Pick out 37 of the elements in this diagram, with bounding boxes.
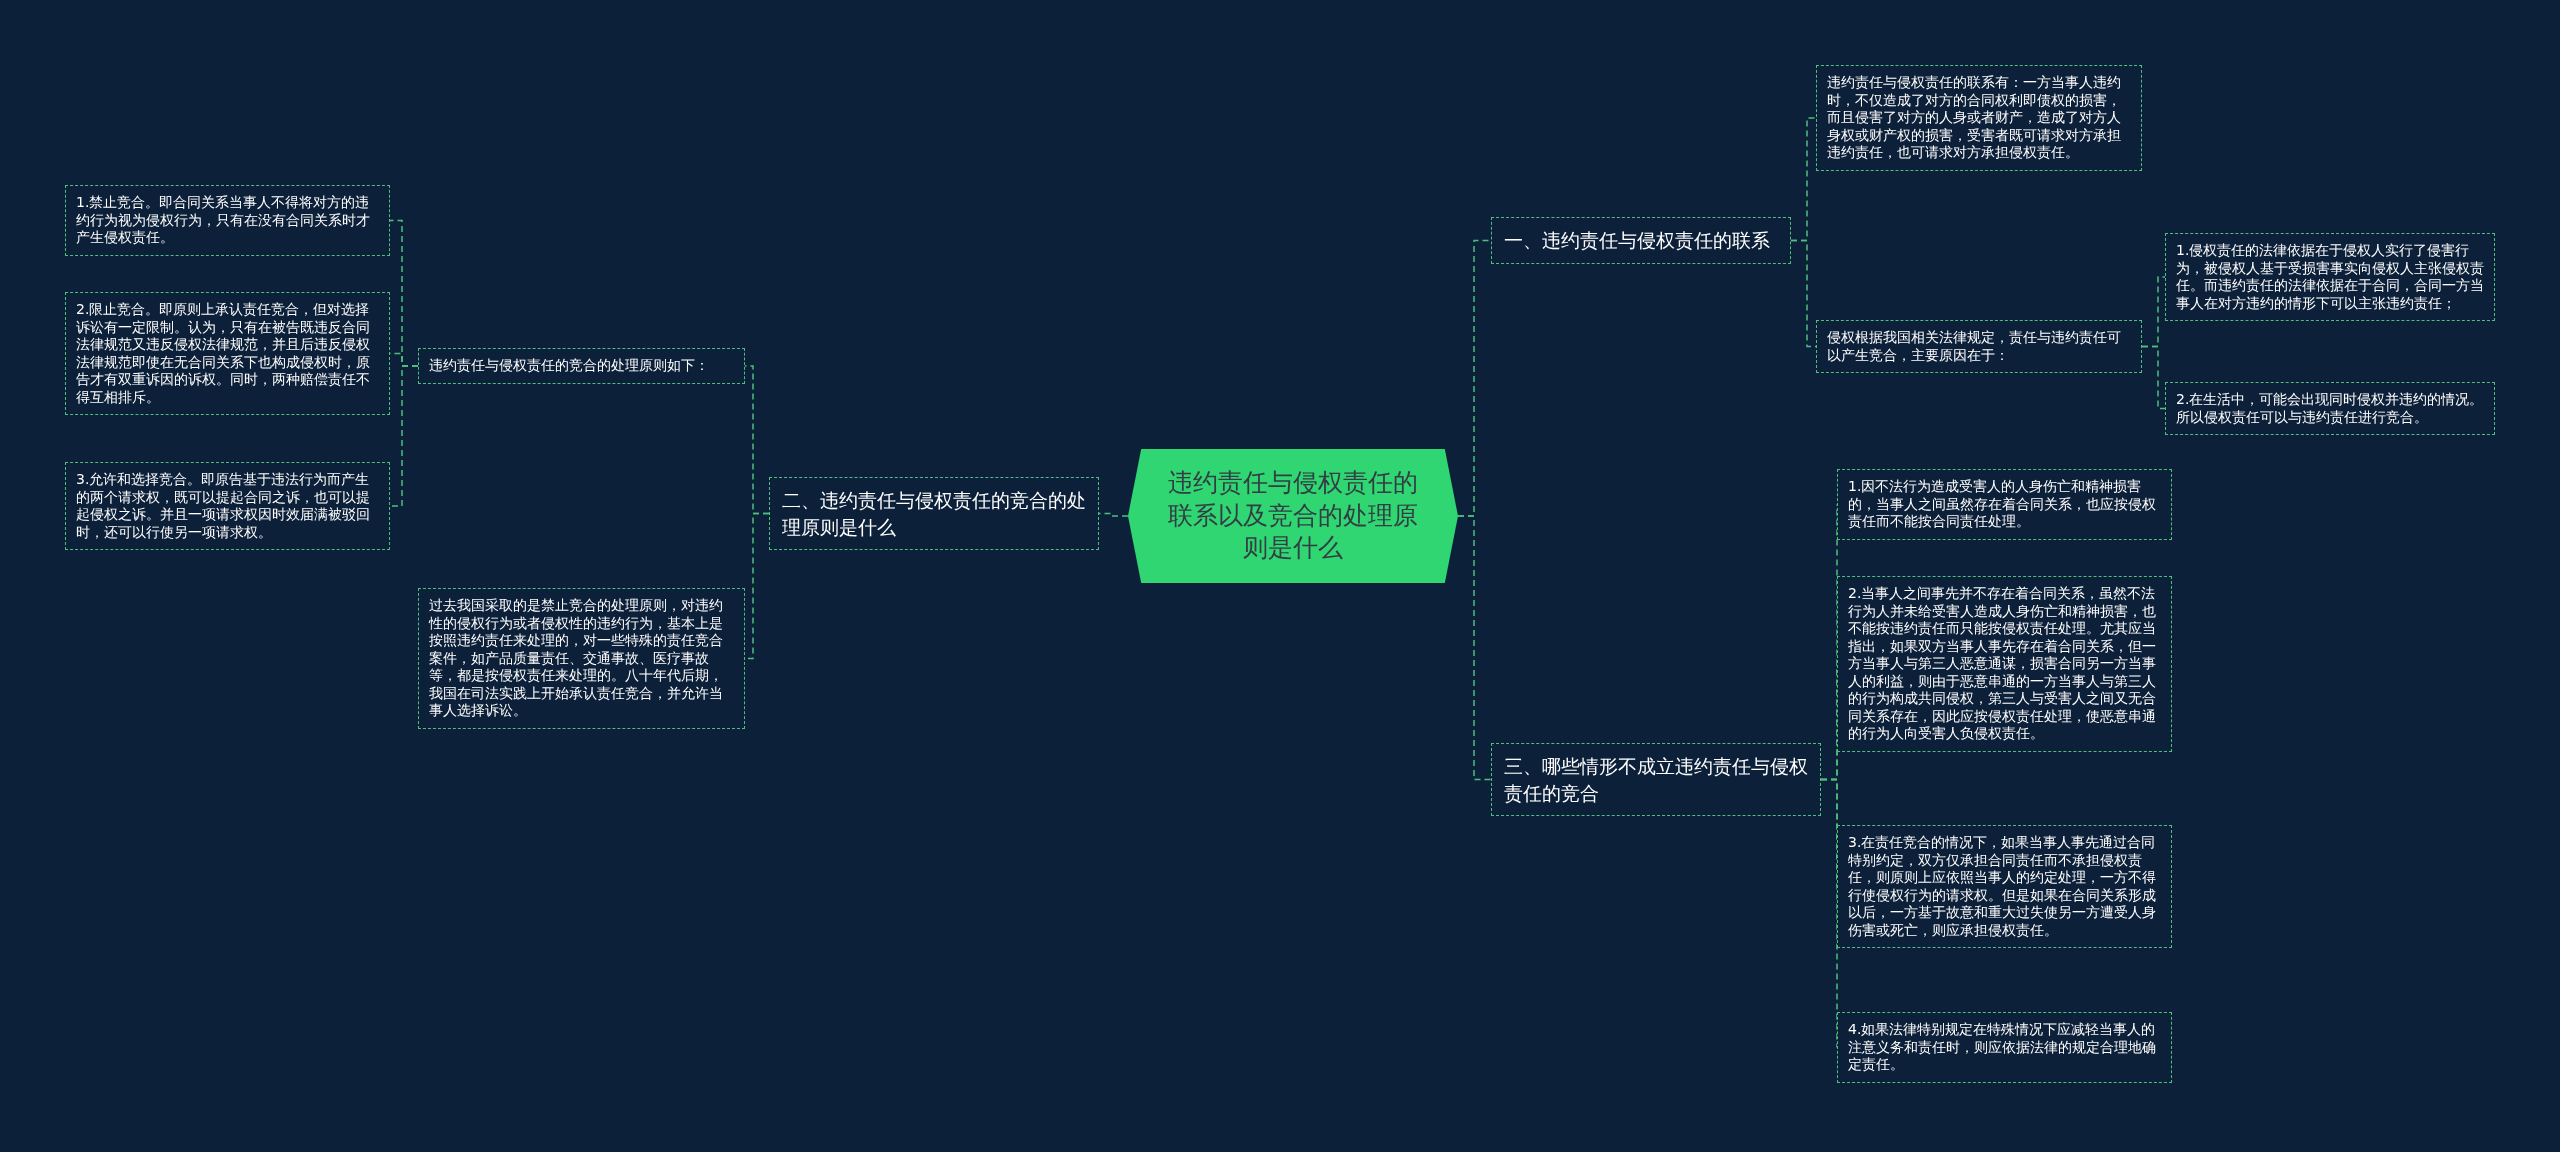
note-box [1837, 825, 2172, 948]
note-box [1837, 469, 2172, 540]
note-text: 侵权根据我国相关法律规定，责任与违约责任可以产生竞合，主要原因在于： [1827, 329, 2122, 364]
connector-line [2141, 345, 2166, 410]
topic-box [1491, 743, 1821, 817]
note-box [1837, 576, 2172, 752]
note-box [2165, 233, 2495, 321]
note-text: 2.限止竞合。即原则上承认责任竞合，但对选择诉讼有一定限制。认为，只有在被告既违反合同法律规范又违反侵权法律规范，并且后违反侵权法律规范即使在无合同关系下也构成侵权时，原告才有双重诉因的诉权。同时，两种赔偿责任不得互相排斥。 [76, 301, 371, 406]
topic-box [769, 477, 1099, 551]
note-text: 违约责任与侵权责任的联系有：一方当事人违约时，不仅造成了对方的合同权利即债权的损害，而且侵害了对方的人身或者财产，造成了对方人身权或财产权的损害，受害者既可请求对方承担违约责任，也可请求对方承担侵权责任。 [1827, 74, 2122, 162]
note-box [65, 462, 390, 550]
note-box [1837, 1012, 2172, 1083]
note-text: 2.当事人之间事先并不存在着合同关系，虽然不法行为人并未给受害人造成人身伤亡和精神损害，也不能按违约责任而只能按侵权责任处理。尤其应当指出，如果双方当事人事先存在着合同关系，但一方当事人与第三人恶意通谋，损害合同另一方当事人的利益，则由于恶意串通的一方当事人与第三人的行为构成共同侵权，第三人与受害人之间又无合同关系存在，因此应按侵权责任处理，使恶意串通的行为人向受害人负侵权责任。 [1848, 585, 2157, 743]
topic-box [1491, 217, 1791, 264]
note-box [65, 185, 390, 256]
note-text: 2.在生活中，可能会出现同时侵权并违约的情况。所以侵权责任可以与违约责任进行竞合。 [2176, 391, 2484, 426]
topic-text: 二、违约责任与侵权责任的竞合的处理原则是什么 [782, 488, 1086, 540]
note-text: 1.因不法行为造成受害人的人身伤亡和精神损害的，当事人之间虽然存在着合同关系，也应按侵权责任而不能按合同责任处理。 [1848, 478, 2157, 531]
central-topic-text: 违约责任与侵权责任的联系以及竞合的处理原则是什么 [1167, 467, 1419, 565]
note-box [418, 588, 745, 729]
note-box [65, 292, 390, 415]
connector-line [1457, 515, 1492, 781]
connector-line [1098, 512, 1129, 517]
note-text: 1.禁止竞合。即合同关系当事人不得将对方的违约行为视为侵权行为，只有在没有合同关系时才产生侵权责任。 [76, 194, 371, 247]
note-text: 违约责任与侵权责任的竞合的处理原则如下： [429, 357, 710, 375]
note-text: 过去我国采取的是禁止竞合的处理原则，对违约性的侵权行为或者侵权性的违约行为，基本上是按照违约责任来处理的，对一些特殊的责任竞合案件，如产品质量责任、交通事故、医疗事故等，都是按侵权责任来处理的。八十年代后期，我国在司法实践上开始承认责任竞合，并允许当事人选择诉讼。 [429, 597, 724, 720]
note-box [418, 348, 745, 384]
note-box [1816, 320, 2142, 373]
note-text: 3.允许和选择竞合。即原告基于违法行为而产生的两个请求权，既可以提起合同之诉，也可以提起侵权之诉。并且一项请求权因时效届满被驳回时，还可以行使另一项请求权。 [76, 471, 371, 541]
note-text: 1.侵权责任的法律依据在于侵权人实行了侵害行为，被侵权人基于受损害事实向侵权人主张侵权责任。而违约责任的法律依据在于合同，合同一方当事人在对方违约的情形下可以主张违约责任； [2176, 242, 2484, 312]
topic-text: 三、哪些情形不成立违约责任与侵权责任的竞合 [1504, 754, 1808, 806]
topic-text: 一、违约责任与侵权责任的联系 [1504, 228, 1771, 253]
note-text: 3.在责任竞合的情况下，如果当事人事先通过合同特别约定，双方仅承担合同责任而不承担侵权责任，则原则上应依照当事人的约定处理，一方不得行使侵权行为的请求权。但是如果在合同关系形成以后，一方基于故意和重大过失使另一方遭受人身伤害或死亡，则应承担侵权责任。 [1848, 834, 2157, 939]
note-box [2165, 382, 2495, 435]
note-text: 4.如果法律特别规定在特殊情况下应减轻当事人的注意义务和责任时，则应依据法律的规定合理地确定责任。 [1848, 1021, 2157, 1074]
note-box [1816, 65, 2142, 171]
connector-line [389, 365, 419, 507]
